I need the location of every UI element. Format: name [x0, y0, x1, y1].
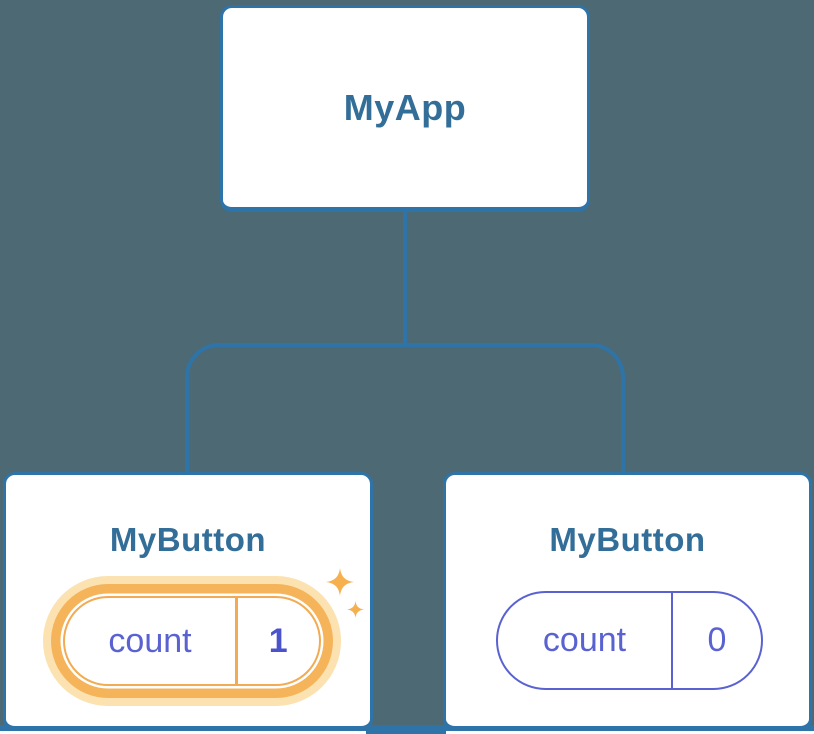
state-value: 1	[268, 621, 288, 660]
connector-root-stem	[403, 210, 407, 345]
state-pill-initial: count 0	[496, 591, 763, 690]
component-label-mybutton-1: MyButton	[109, 521, 267, 558]
sparkle-icon-large	[326, 568, 354, 596]
state-pill-divider	[235, 598, 238, 684]
component-card-mybutton-2: MyButton count 0	[443, 472, 812, 731]
bottom-panel-gap	[366, 725, 446, 734]
state-key: count	[542, 621, 627, 659]
component-card-mybutton-1: MyButton count 1	[3, 472, 373, 731]
component-label-myapp: MyApp	[343, 86, 467, 128]
state-value: 0	[707, 621, 727, 659]
connector-branch	[185, 343, 625, 473]
sparkle-icon-small	[347, 601, 364, 618]
state-pill-updated: count 1	[63, 596, 321, 686]
component-label-mybutton-2: MyButton	[549, 521, 706, 558]
state-pill-divider	[671, 593, 673, 688]
state-key: count	[108, 621, 192, 660]
component-card-myapp: MyApp	[220, 5, 590, 212]
